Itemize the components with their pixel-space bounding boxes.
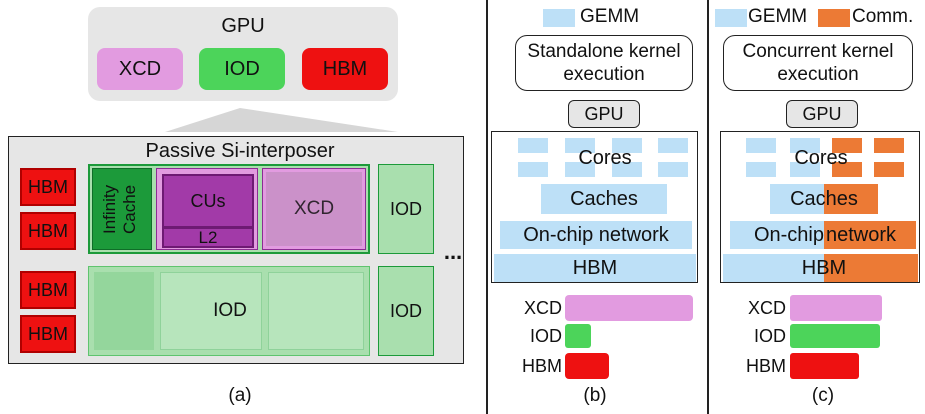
divider-2 (707, 0, 709, 414)
network-b: On-chip network (500, 221, 692, 249)
core-tile (565, 162, 595, 177)
core-tile (790, 162, 820, 177)
gpu-box-c: GPU (786, 100, 858, 128)
iod-legend: IOD (199, 48, 285, 90)
util-label-hbm-b: HBM (522, 356, 562, 376)
hbm-stack-3: HBM (20, 271, 76, 309)
core-tile (832, 138, 862, 153)
util-label-hbm-c: HBM (746, 356, 786, 376)
core-tile (658, 162, 688, 177)
core-tile (874, 162, 904, 177)
legend-comm-label: Comm. (852, 6, 914, 27)
divider-1 (486, 0, 488, 414)
core-tile (874, 138, 904, 153)
l2-block: L2 (162, 228, 254, 248)
hbm-b: HBM (494, 254, 696, 282)
core-tile (612, 162, 642, 177)
hbm-c-comm (824, 254, 918, 282)
core-tile (832, 162, 862, 177)
gpu-resources-c (720, 131, 920, 283)
infinity-cache: Infinity Cache (92, 168, 152, 250)
util-bar-iod-b (565, 324, 591, 348)
util-bar-xcd-c (790, 295, 882, 321)
gpu-title: GPU (221, 14, 265, 37)
caption-b: (b) (583, 385, 607, 406)
iod-big-label: IOD (213, 300, 247, 321)
iod-bottom-right-tile (268, 272, 364, 350)
util-label-iod-c: IOD (753, 326, 786, 346)
ellipsis: ... (443, 239, 463, 264)
cus-block: CUs (162, 174, 254, 228)
iod-right-top: IOD (378, 164, 434, 254)
gpu-resources-b (491, 131, 698, 283)
core-tile (658, 138, 688, 153)
util-label-xcd-b: XCD (523, 298, 562, 318)
util-bar-hbm-c (790, 353, 859, 379)
network-c-comm: network (824, 221, 916, 249)
hbm-stack-2: HBM (20, 212, 76, 250)
cores-label-b: Cores (578, 146, 632, 169)
iod-right-bottom: IOD (378, 266, 434, 356)
legend-gemm-label-b: GEMM (580, 6, 640, 27)
iod-bottom-mid-tile (160, 272, 262, 350)
core-tile (565, 138, 595, 153)
legend-gemm-swatch-c (715, 9, 747, 27)
util-label-xcd-c: XCD (747, 298, 786, 318)
core-tile (518, 138, 548, 153)
standalone-title-box: Standalone kernel execution (515, 35, 693, 91)
network-c-gemm: On-chip (730, 221, 824, 249)
util-bar-iod-c (790, 324, 880, 348)
hbm-c-gemm (723, 254, 824, 282)
core-tile (518, 162, 548, 177)
xcd-die-2-inner: XCD (266, 172, 362, 246)
caption-c: (c) (811, 385, 835, 406)
legend-comm-swatch (818, 9, 850, 27)
hbm-label-c: HBM (801, 256, 847, 279)
caches-c-comm (824, 184, 878, 214)
xcd-legend: XCD (97, 48, 183, 90)
util-label-iod-b: IOD (529, 326, 562, 346)
cores-label-c: Cores (794, 146, 848, 169)
legend-gemm-swatch-b (543, 9, 575, 27)
util-bar-xcd-b (565, 295, 693, 321)
caches-c-gemm (770, 184, 824, 214)
interposer-label: Passive Si-interposer (145, 139, 335, 162)
hbm-legend: HBM (302, 48, 388, 90)
core-tile (790, 138, 820, 153)
concurrent-title-box: Concurrent kernel execution (723, 35, 913, 91)
core-tile (612, 138, 642, 153)
util-bar-hbm-b (565, 353, 609, 379)
caption-a: (a) (228, 385, 252, 406)
caches-label-c: Caches (790, 187, 858, 210)
core-tile (746, 138, 776, 153)
caches-b: Caches (541, 184, 667, 214)
core-tile (746, 162, 776, 177)
gpu-box-b: GPU (568, 100, 640, 128)
iod-bottom-left-tile (94, 272, 154, 350)
legend-gemm-label-c: GEMM (748, 6, 808, 27)
hbm-stack-4: HBM (20, 315, 76, 353)
hbm-stack-1: HBM (20, 168, 76, 206)
